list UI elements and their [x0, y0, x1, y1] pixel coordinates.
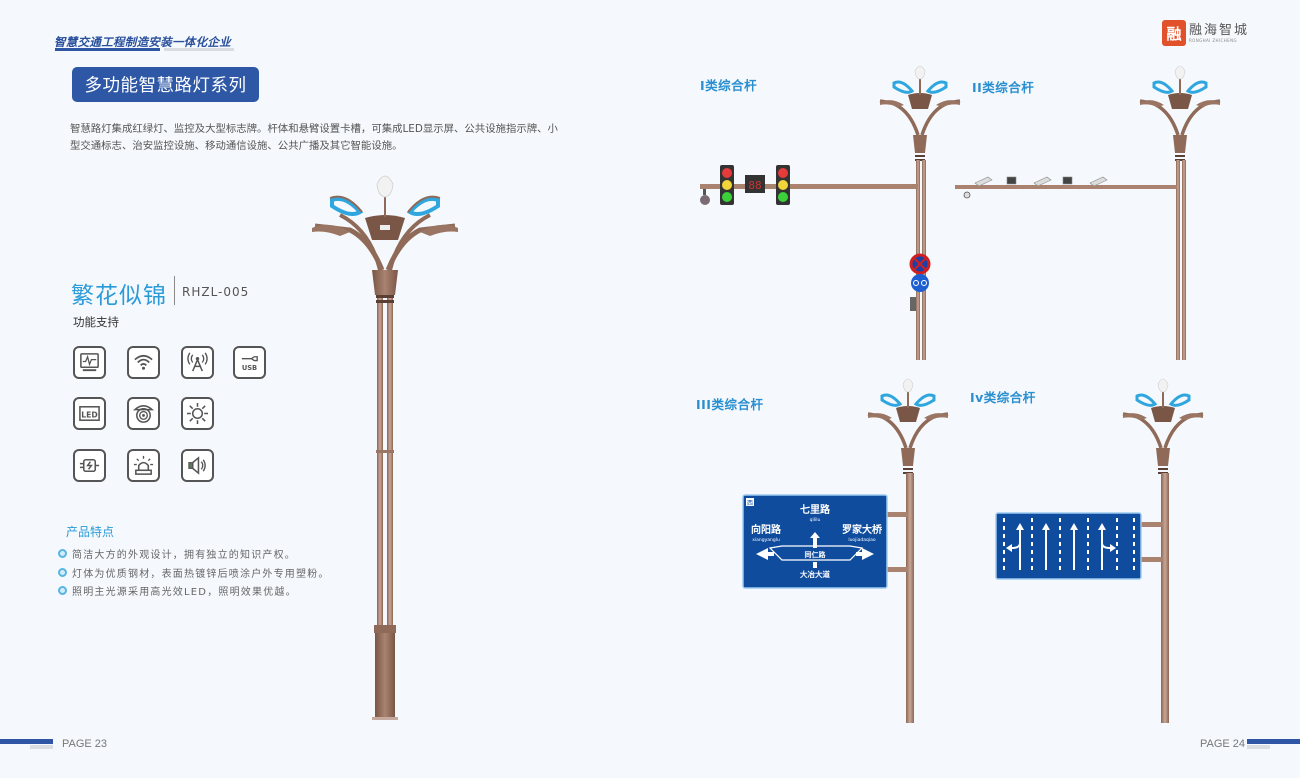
- wifi-icon: [127, 346, 160, 379]
- model-divider: [174, 276, 175, 305]
- sign-south: 大冶大道: [800, 569, 830, 579]
- intro-paragraph: 智慧路灯集成红绿灯、监控及大型标志牌。杆体和悬臂设置卡槽，可集成LED显示屏、公…: [70, 123, 558, 152]
- bullet-icon: [58, 568, 67, 577]
- bullet-camera: [1089, 176, 1108, 187]
- pole-type-label: Iv类综合杆: [970, 390, 1036, 405]
- feature-text: 灯体为优质钢材，表面热镀锌后喷涂户外专用塑粉。: [72, 569, 330, 580]
- alarm-beacon-icon: [127, 449, 160, 482]
- sign-east-pinyin: luojiadaqiao: [848, 537, 876, 543]
- logo-name-en: RONGHAI ZHICHENG: [1189, 37, 1237, 43]
- left-page: 智慧交通工程制造安装一体化企业 多功能智慧路灯系列 智慧路灯集成红绿灯、监控及大…: [0, 35, 558, 750]
- bullet-camera: [1033, 176, 1052, 187]
- tagline-underline-gray: [164, 48, 234, 51]
- bullet-icon: [58, 586, 67, 595]
- dome-camera: [963, 191, 971, 199]
- pole-type-label: I类综合杆: [700, 78, 758, 93]
- pole-type-label: III类综合杆: [696, 397, 764, 412]
- antenna-tower-icon: [181, 346, 214, 379]
- led-display-icon: LED: [73, 397, 106, 430]
- bullet-icon: [58, 549, 67, 558]
- feature-text: 简洁大方的外观设计，拥有独立的知识产权。: [72, 550, 296, 561]
- light-sun-icon: [181, 397, 214, 430]
- page-number: PAGE 23: [62, 738, 108, 750]
- sign-north-pinyin: qililu: [810, 517, 821, 523]
- series-title-badge: 多功能智慧路灯系列: [72, 67, 259, 102]
- feature-item: 简洁大方的外观设计，拥有独立的知识产权。: [58, 546, 296, 561]
- pole-type-3-image: 西 七里路 qililu 向阳路 xiangyanglu 罗家大桥 luojia…: [742, 377, 950, 723]
- non-motor-vehicle-sign: [911, 274, 929, 292]
- logo-mark: 融: [1162, 20, 1186, 46]
- model-code: RHZL-005: [182, 285, 250, 299]
- usb-icon: USB: [233, 346, 266, 379]
- pole-type-1-image: 88: [700, 64, 962, 360]
- feature-item: 灯体为优质钢材，表面热镀锌后喷涂户外专用塑粉。: [58, 565, 330, 580]
- guide-sign: 西 七里路 qililu 向阳路 xiangyanglu 罗家大桥 luojia…: [742, 494, 888, 589]
- svg-text:88: 88: [748, 179, 761, 192]
- function-support-label: 功能支持: [73, 315, 119, 329]
- ptz-camera: [700, 189, 710, 205]
- company-tagline: 智慧交通工程制造安装一体化企业: [54, 35, 231, 49]
- bullet-camera: [974, 176, 993, 187]
- pole-type-label: II类综合杆: [972, 80, 1035, 95]
- sign-north: 七里路: [800, 503, 831, 516]
- model-name: 繁花似锦: [71, 283, 167, 309]
- series-title: 多功能智慧路灯系列: [84, 76, 247, 96]
- lane-sign: [995, 512, 1142, 580]
- footer-bar-blue: [0, 739, 53, 744]
- tagline-underline-blue: [55, 48, 160, 51]
- pole-type-4-image: [995, 377, 1205, 723]
- features-title: 产品特点: [66, 525, 115, 539]
- traffic-light: [776, 165, 790, 205]
- cross-arm: [955, 185, 1177, 189]
- no-parking-sign: [909, 253, 931, 275]
- charging-plug-icon: [73, 449, 106, 482]
- page-number: PAGE 24: [1200, 738, 1246, 750]
- pole-type-2-image: [955, 64, 1222, 360]
- traffic-light: [720, 165, 734, 205]
- flood-light: [1006, 176, 1017, 185]
- countdown-display: 88: [745, 175, 765, 193]
- pedestrian-signal: [910, 297, 916, 311]
- sign-west-pinyin: xiangyanglu: [752, 537, 780, 543]
- sign-west: 向阳路: [751, 523, 782, 536]
- svg-text:USB: USB: [242, 364, 257, 372]
- dome-camera-icon: [127, 397, 160, 430]
- sign-center: 同仁路: [805, 550, 827, 559]
- cross-arm: [700, 184, 918, 189]
- footer-bar-gray: [30, 745, 53, 749]
- feature-text: 照明主光源采用高光效LED，照明效果优越。: [72, 587, 297, 598]
- flood-light: [1062, 176, 1073, 185]
- feature-item: 照明主光源采用高光效LED，照明效果优越。: [58, 583, 297, 598]
- footer-bar-blue: [1247, 739, 1300, 744]
- sign-east: 罗家大桥: [842, 523, 883, 536]
- logo-name-cn: 融海智城: [1189, 22, 1250, 38]
- monitor-display-icon: [73, 346, 106, 379]
- sign-badge: 西: [747, 500, 753, 507]
- product-pole-image: [312, 175, 458, 720]
- footer-bar-gray: [1247, 745, 1270, 749]
- speaker-broadcast-icon: [181, 449, 214, 482]
- svg-text:LED: LED: [81, 410, 97, 419]
- company-logo: 融 融海智城 RONGHAI ZHICHENG: [1162, 20, 1249, 46]
